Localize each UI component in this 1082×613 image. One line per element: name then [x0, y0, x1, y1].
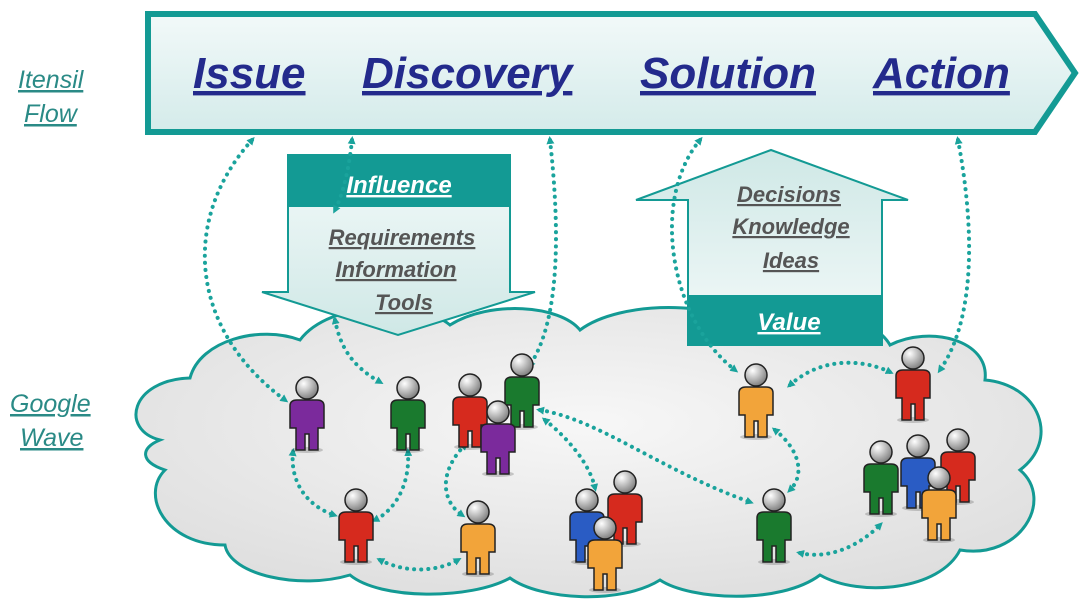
value-item: Knowledge	[732, 214, 849, 239]
person-icon	[895, 346, 931, 423]
dotted-connector	[796, 522, 883, 558]
person-icon	[921, 466, 957, 543]
person-icon	[863, 440, 899, 517]
label-google: Google	[10, 390, 91, 418]
person-icon	[480, 400, 516, 477]
dotted-connector	[771, 427, 801, 493]
dotted-connector	[331, 316, 384, 384]
value-item: Ideas	[763, 248, 819, 273]
dotted-connector	[541, 417, 599, 492]
stage-issue: Issue	[193, 49, 306, 98]
person-icon	[756, 488, 792, 565]
influence-item: Information	[336, 257, 457, 282]
influence-header: Influence	[346, 172, 451, 199]
dotted-connector	[536, 406, 754, 505]
person-icon	[452, 373, 488, 450]
person-icon	[504, 353, 540, 430]
stage-solution: Solution	[640, 49, 816, 98]
person-icon	[289, 376, 325, 453]
stage-discovery: Discovery	[362, 49, 575, 98]
dotted-connectors	[202, 136, 972, 572]
person-icon	[338, 488, 374, 565]
person-icon	[390, 376, 426, 453]
value-footer: Value	[757, 309, 820, 336]
value-item: Decisions	[737, 182, 841, 207]
people-layer	[289, 346, 976, 593]
dotted-connector	[443, 442, 468, 518]
label-itensil: Itensil	[18, 66, 85, 94]
dotted-connector	[288, 448, 338, 518]
influence-item: Tools	[375, 290, 433, 315]
left-labels: Itensil Flow Google Wave	[10, 66, 91, 452]
dotted-connector	[371, 448, 413, 522]
dotted-connector	[333, 136, 356, 214]
label-wave: Wave	[20, 424, 83, 452]
person-icon	[738, 363, 774, 440]
person-icon	[587, 516, 623, 593]
itensil-flow-banner: Issue Discovery Solution Action	[145, 11, 1079, 135]
influence-item: Requirements	[329, 225, 476, 250]
label-flow: Flow	[24, 100, 79, 128]
stage-action: Action	[872, 49, 1010, 98]
dotted-connector	[787, 360, 894, 388]
dotted-connector	[527, 136, 558, 369]
dotted-connector	[670, 136, 739, 373]
influence-arrow: Influence Requirements Information Tools	[261, 154, 536, 337]
person-icon	[460, 500, 496, 577]
dotted-connector	[937, 136, 972, 374]
dotted-connector	[202, 137, 289, 403]
influence-header-bar	[288, 155, 510, 207]
